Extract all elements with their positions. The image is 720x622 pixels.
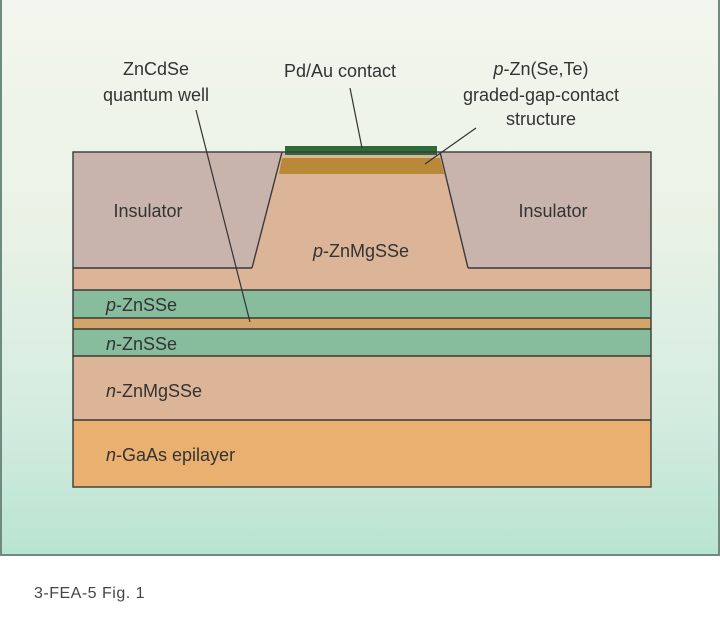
graded-contact-leader (424, 127, 477, 165)
layer-p-znmgsse-base (73, 268, 651, 290)
layer-znCdse-quantum-well (73, 318, 651, 329)
insulator-left-label: Insulator (113, 201, 182, 221)
graded-contact-label-line2: graded-gap-contact (463, 85, 619, 105)
quantum-well-label-line2: quantum well (103, 85, 209, 105)
layer-n-znmgsse (73, 356, 651, 420)
layer-outlines (72, 151, 652, 488)
leader-lines (195, 87, 477, 323)
contact-label: Pd/Au contact (284, 61, 396, 81)
quantum-well-label-line1: ZnCdSe (123, 59, 189, 79)
p-znmgsse-mesa (252, 152, 468, 268)
layer-n-znsse (73, 329, 651, 356)
quantum-well-leader (195, 109, 251, 323)
n-znsse-label: n-ZnSSe (106, 334, 177, 354)
p-znmgsse-label: p-ZnMgSSe (312, 241, 409, 261)
p-znsse-label: p-ZnSSe (105, 295, 177, 315)
insulator-left (73, 152, 282, 268)
figure-caption: 3-FEA-5 Fig. 1 (34, 585, 146, 602)
graded-contact-label-line1: p-Zn(Se,Te) (492, 59, 588, 79)
graded-contact-label-line3: structure (506, 109, 576, 129)
graded-gap-contact-layer (279, 158, 444, 174)
layer-n-gaas-epilayer (73, 420, 651, 487)
insulator-right-label: Insulator (518, 201, 587, 221)
pd-au-contact-metal (285, 146, 437, 155)
layer-p-znsse (73, 290, 651, 318)
insulator-right (440, 152, 651, 268)
contact-leader (349, 87, 363, 149)
n-gaas-label: n-GaAs epilayer (106, 445, 235, 465)
n-znmgsse-label: n-ZnMgSSe (106, 381, 202, 401)
